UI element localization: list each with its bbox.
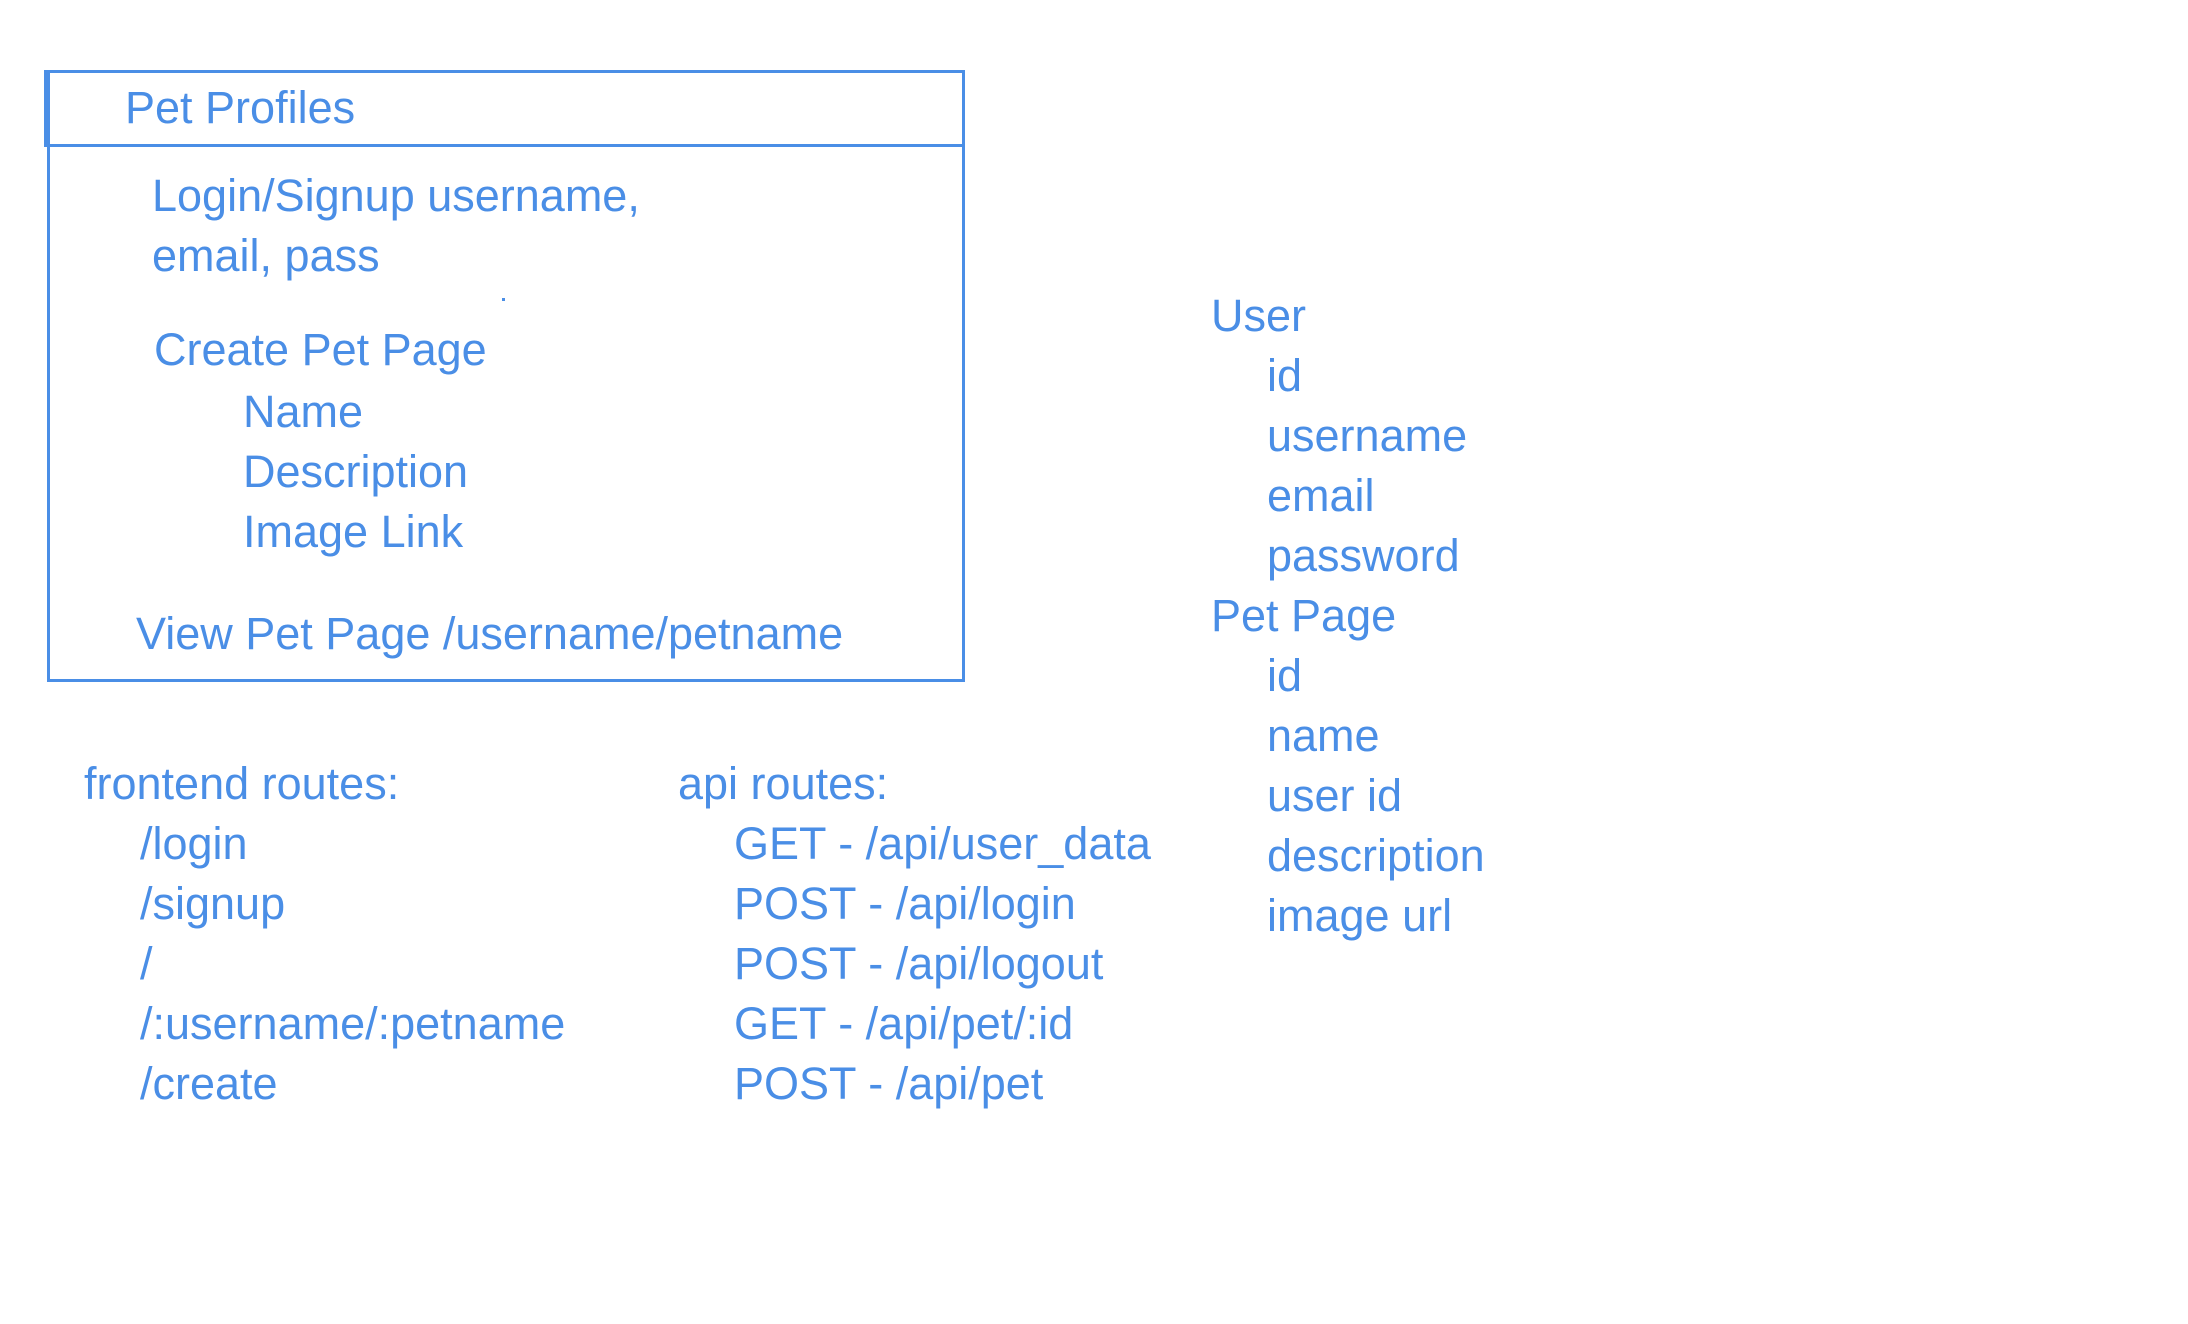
box-header-divider <box>47 144 965 147</box>
frontend-route-username-petname: /:username/:petname <box>140 998 566 1049</box>
api-route-get-pet-id: GET - /api/pet/:id <box>734 998 1074 1049</box>
create-pet-page-title: Create Pet Page <box>154 324 487 375</box>
login-signup-line-2: email, pass <box>152 230 380 281</box>
frontend-route-login: /login <box>140 818 248 869</box>
pet-page-model-title: Pet Page <box>1211 590 1397 641</box>
create-field-image-link: Image Link <box>243 506 464 557</box>
pet-field-id: id <box>1267 650 1303 701</box>
pet-profiles-box <box>47 70 965 682</box>
frontend-route-create: /create <box>140 1058 278 1109</box>
view-pet-page-line: View Pet Page /username/petname <box>136 608 844 659</box>
create-field-name: Name <box>243 386 364 437</box>
user-field-username: username <box>1267 410 1468 461</box>
api-route-post-logout: POST - /api/logout <box>734 938 1104 989</box>
box-header-left-edge <box>44 70 50 147</box>
pet-field-image-url: image url <box>1267 890 1453 941</box>
frontend-route-signup: /signup <box>140 878 286 929</box>
user-field-id: id <box>1267 350 1303 401</box>
api-route-post-pet: POST - /api/pet <box>734 1058 1044 1109</box>
create-field-description: Description <box>243 446 469 497</box>
user-field-password: password <box>1267 530 1460 581</box>
api-route-post-login: POST - /api/login <box>734 878 1076 929</box>
stray-dot-mark <box>502 298 505 301</box>
frontend-routes-heading: frontend routes: <box>84 758 400 809</box>
pet-field-name: name <box>1267 710 1380 761</box>
api-route-get-user-data: GET - /api/user_data <box>734 818 1151 869</box>
user-model-title: User <box>1211 290 1307 341</box>
frontend-route-root: / <box>140 938 153 989</box>
pet-field-user-id: user id <box>1267 770 1403 821</box>
user-field-email: email <box>1267 470 1375 521</box>
pet-field-description: description <box>1267 830 1485 881</box>
api-routes-heading: api routes: <box>678 758 889 809</box>
login-signup-line-1: Login/Signup username, <box>152 170 640 221</box>
box-title: Pet Profiles <box>125 82 356 133</box>
